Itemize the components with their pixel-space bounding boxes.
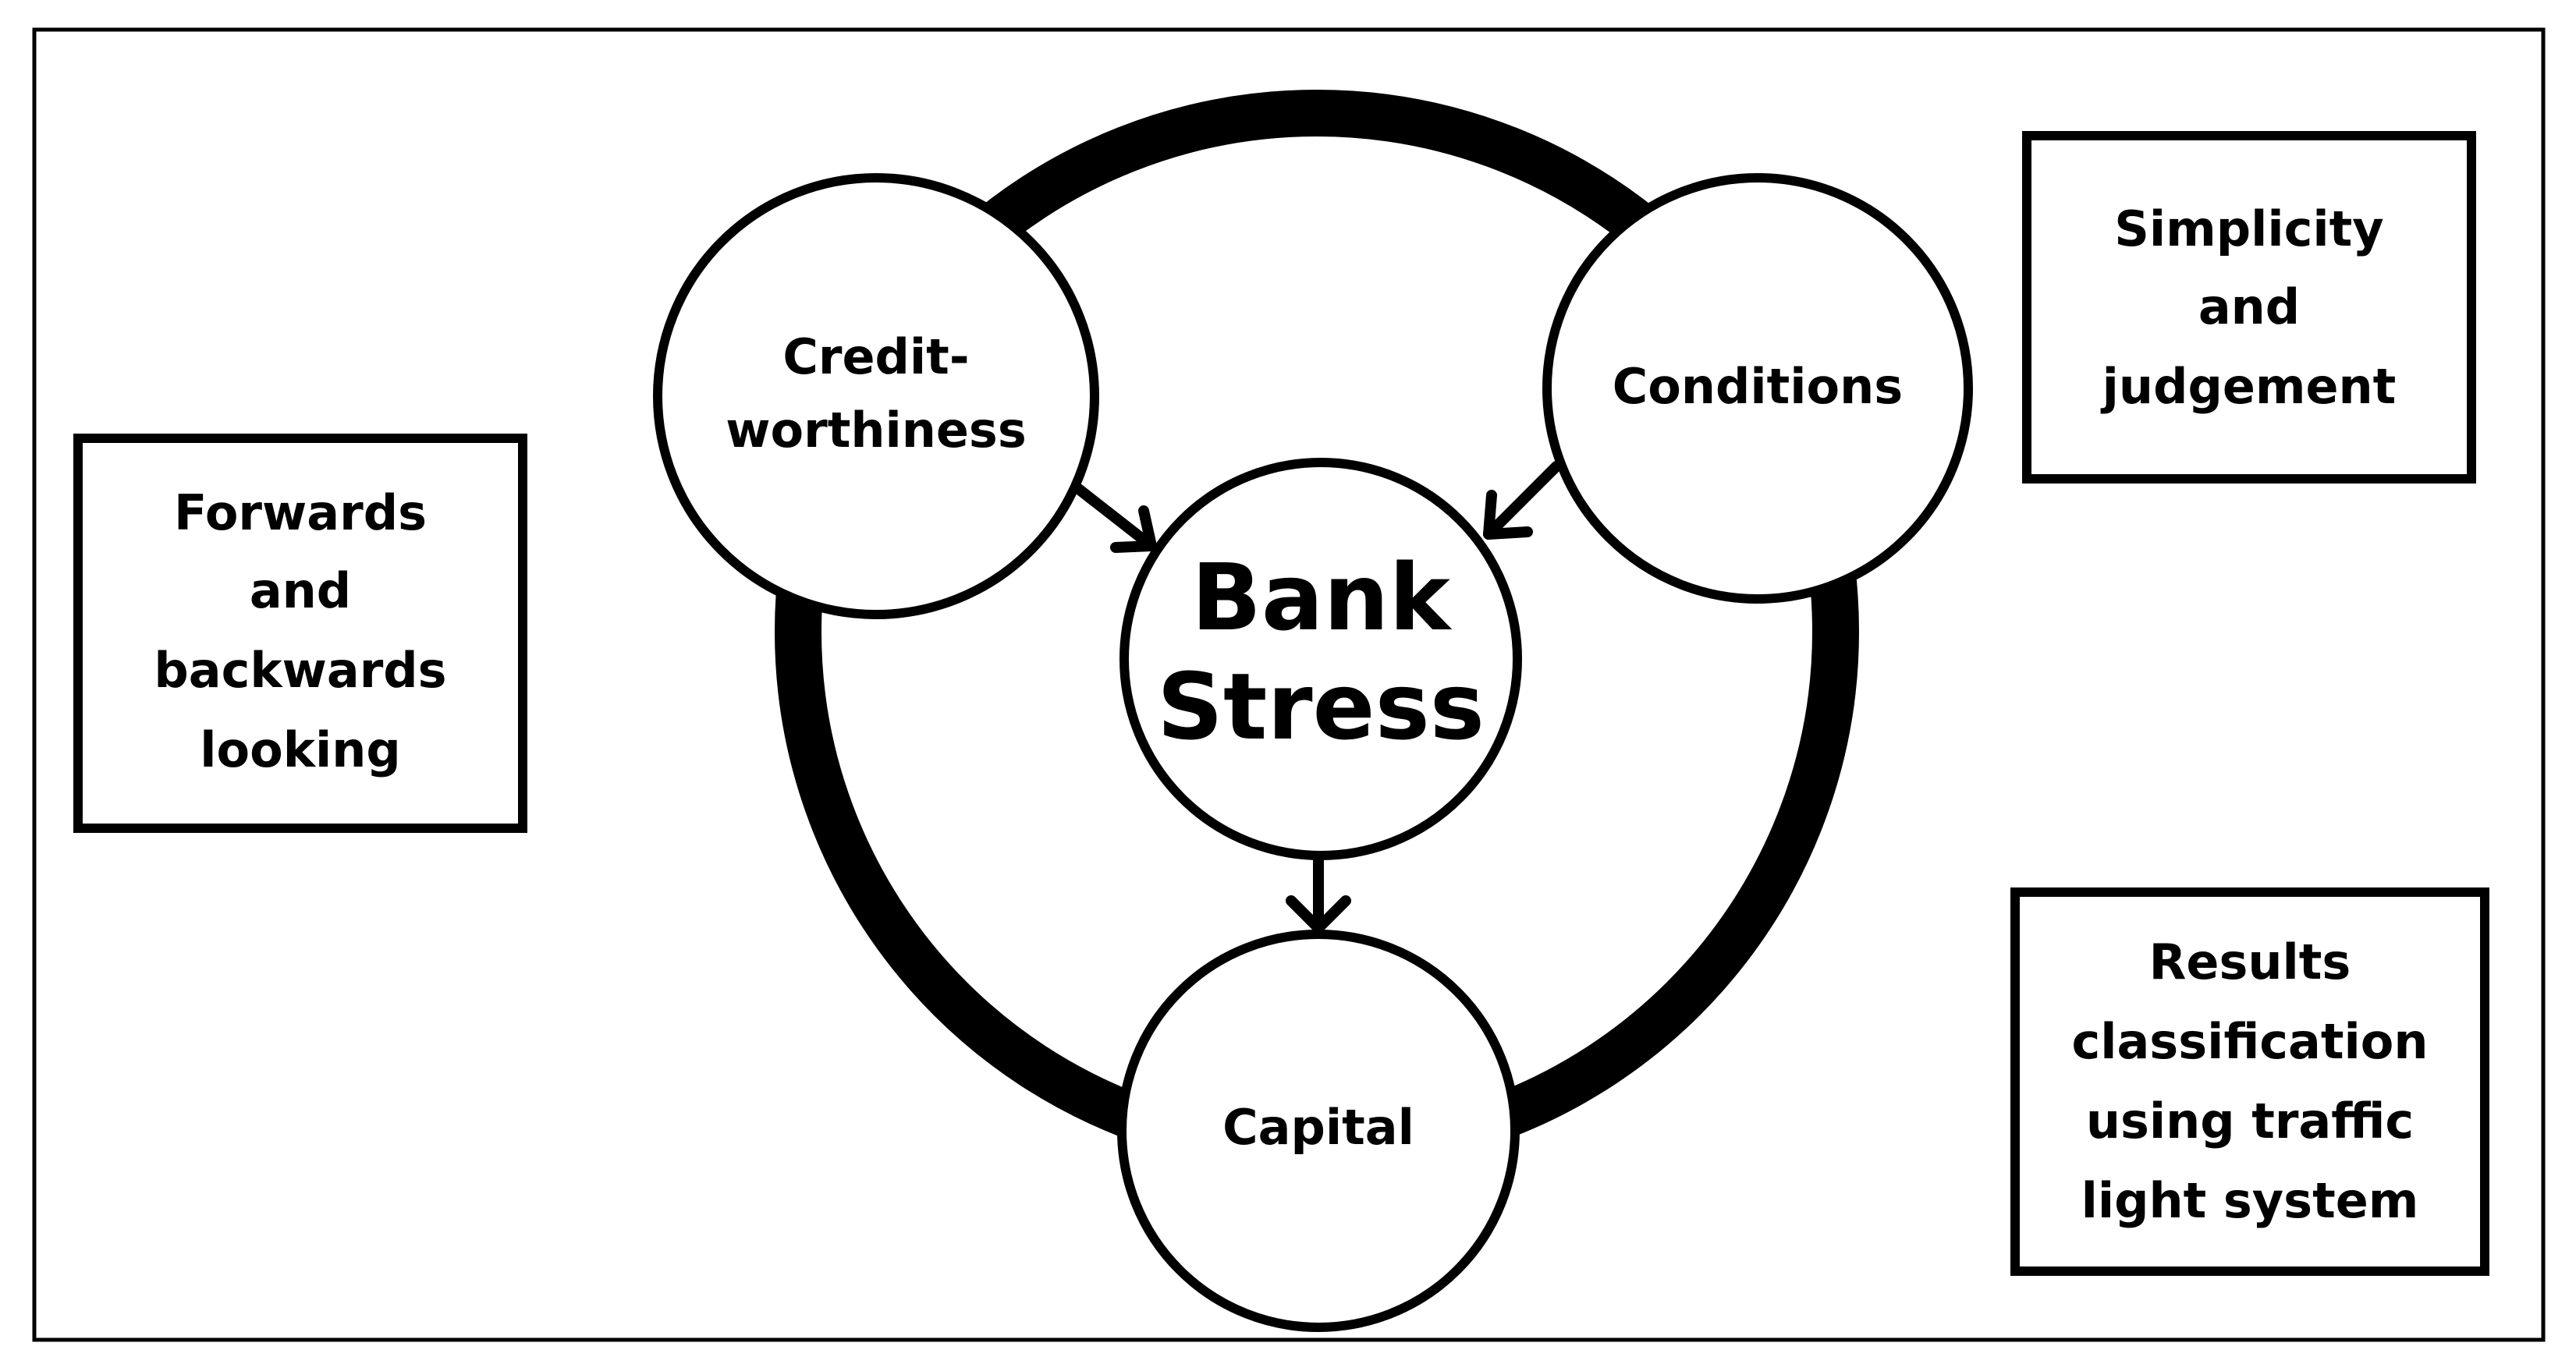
bank-stress-label-line-2: Stress [1157,653,1485,760]
forwards-box-line-1: Forwards [174,484,427,541]
simplicity-box-line-2: and [2198,278,2300,335]
node-conditions: Conditions [1542,173,1973,604]
arrow-creditworthiness-to-bank-stress [1071,482,1157,553]
node-capital: Capital [1117,930,1520,1332]
box-forwards-backwards: Forwards and backwards looking [73,434,527,833]
forwards-box-line-4: looking [200,721,400,778]
results-box-line-2: classification [2071,1013,2428,1070]
arrow-conditions-to-bank-stress [1483,461,1562,540]
results-box-line-4: light system [2081,1172,2419,1229]
forwards-box-line-2: and [250,562,351,619]
node-bank-stress: Bank Stress [1119,458,1522,860]
creditworthiness-label-line-1: Credit- [782,328,969,385]
box-results-classification: Results classification using traffic lig… [2010,887,2489,1276]
conditions-label: Conditions [1613,358,1903,415]
bank-stress-label-line-1: Bank [1191,544,1453,651]
node-creditworthiness: Credit- worthiness [653,173,1099,619]
forwards-box-line-3: backwards [154,642,446,699]
results-box-line-3: using traffic [2086,1093,2414,1150]
results-box-line-1: Results [2149,933,2351,990]
creditworthiness-label-line-2: worthiness [726,402,1026,459]
simplicity-box-line-3: judgement [2100,358,2397,415]
capital-label: Capital [1222,1099,1414,1156]
box-simplicity-judgement: Simplicity and judgement [2022,131,2476,484]
simplicity-box-line-1: Simplicity [2114,200,2383,257]
